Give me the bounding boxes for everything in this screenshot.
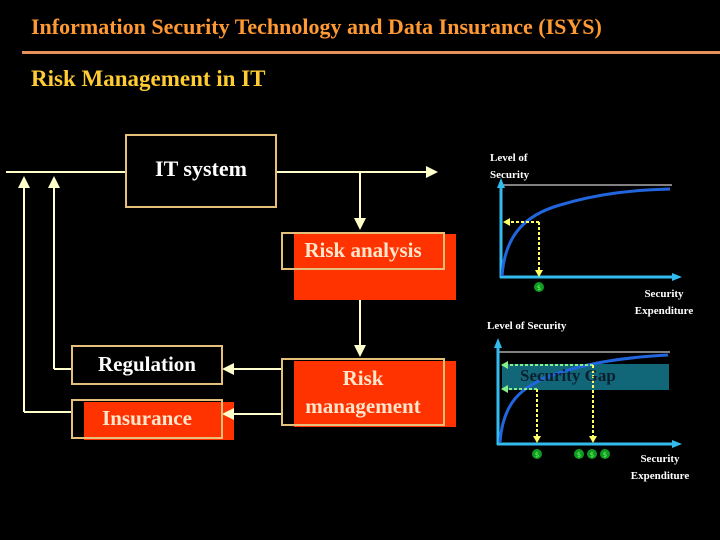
chart1-xlabel-line2: Expenditure [634, 305, 694, 317]
svg-text:$: $ [577, 451, 581, 459]
chart2-ylabel: Level of Security [487, 320, 567, 332]
risk-management-label-line2: management [305, 394, 421, 418]
regulation-label: Regulation [97, 352, 196, 376]
risk-management-fill [294, 361, 456, 427]
slide-subtitle: Risk Management in IT [31, 66, 266, 91]
svg-text:$: $ [535, 451, 539, 459]
it-system-box [125, 134, 277, 208]
svg-text:$: $ [603, 451, 607, 459]
chart1-ylabel-line2: Security [490, 169, 530, 181]
slide-title: Information Security Technology and Data… [31, 14, 602, 39]
insurance-label: Insurance [102, 406, 192, 430]
insurance-box [71, 399, 223, 439]
chart1-ylabel-line1: Level of [490, 152, 528, 164]
it-system-label: IT system [155, 156, 247, 181]
svg-text:$: $ [537, 284, 541, 292]
svg-text:$: $ [590, 451, 594, 459]
risk-analysis-box [281, 232, 445, 270]
risk-analysis-fill [294, 234, 456, 300]
regulation-box [71, 345, 223, 385]
chart2-xlabel-line2: Expenditure [630, 470, 690, 482]
insurance-fill [84, 402, 234, 440]
risk-management-box [281, 358, 445, 426]
title-divider [22, 51, 720, 54]
risk-analysis-label: Risk analysis [304, 238, 422, 262]
chart1-xlabel-line1: Security [644, 288, 684, 300]
risk-management-label-line1: Risk [342, 366, 384, 390]
security-gap-label: Security Gap [520, 366, 616, 385]
chart2-xlabel-line1: Security [640, 453, 680, 465]
